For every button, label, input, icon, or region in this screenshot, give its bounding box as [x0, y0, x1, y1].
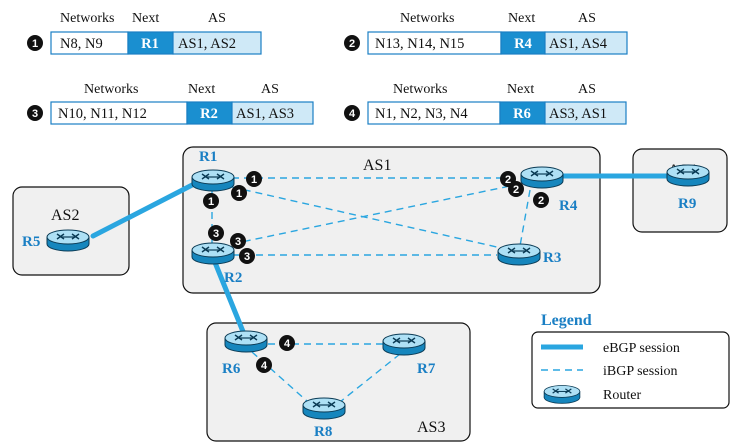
table-1-header-networks: Networks: [60, 11, 114, 26]
route-table-1: Networks Next AS 1 N8, N9 R1 AS1, AS2: [27, 11, 262, 55]
router-label-r3: R3: [543, 250, 561, 266]
router-icon-r9: [666, 164, 710, 187]
as1-box: [182, 146, 601, 294]
router-icon-r2: [191, 242, 235, 265]
table-4-header-networks: Networks: [393, 82, 447, 97]
badge-icon-1-c: 1: [203, 193, 219, 209]
svg-text:1: 1: [236, 188, 242, 200]
route-table-4: Networks Next AS 4 N1, N2, N3, N4 R6 AS3…: [344, 82, 627, 125]
badge-icon-4: 4: [344, 105, 360, 121]
table-4-header-next: Next: [507, 82, 534, 97]
table-3-header-as: AS: [261, 82, 279, 97]
router-label-r2: R2: [224, 270, 242, 286]
router-icon-r7: [382, 333, 426, 356]
svg-text:2: 2: [538, 195, 544, 207]
badge-icon-1-b: 1: [231, 185, 247, 201]
ebgp-r5-r1: [90, 179, 201, 239]
router-icon-r1: [191, 169, 235, 192]
legend-ibgp-label: iBGP session: [603, 364, 678, 379]
badge-icon-1: 1: [27, 35, 43, 51]
legend-title: Legend: [541, 312, 592, 329]
ibgp-r4-r3: [519, 189, 531, 247]
table-3-header-networks: Networks: [84, 82, 138, 97]
svg-text:3: 3: [213, 228, 219, 240]
table-3-networks: N10, N11, N12: [58, 106, 147, 122]
as3-label: AS3: [417, 419, 445, 436]
router-icon-r3: [497, 243, 541, 266]
route-table-3: Networks Next AS 3 N10, N11, N12 R2 AS1,…: [27, 82, 314, 125]
badge-icon-4-b: 4: [256, 357, 272, 373]
router-label-r1: R1: [199, 149, 217, 165]
svg-text:3: 3: [235, 236, 241, 248]
table-3-as: AS1, AS3: [236, 106, 294, 122]
svg-text:4: 4: [284, 338, 291, 350]
route-table-2: Networks Next AS 2 N13, N14, N15 R4 AS1,…: [344, 11, 628, 55]
badge-icon-2-c: 2: [533, 192, 549, 208]
badge-icon-4-a: 4: [279, 335, 295, 351]
svg-text:2: 2: [349, 38, 355, 50]
table-4-header-as: AS: [578, 82, 596, 97]
legend: Legend eBGP session iBGP session Router: [531, 312, 730, 409]
table-1-networks: N8, N9: [60, 36, 103, 52]
table-2-header-as: AS: [578, 11, 596, 26]
svg-text:1: 1: [251, 174, 257, 186]
router-icon-r4: [520, 166, 564, 189]
table-4-networks: N1, N2, N3, N4: [375, 106, 468, 122]
svg-text:3: 3: [32, 108, 38, 120]
legend-ebgp-label: eBGP session: [603, 341, 680, 356]
badge-icon-2-a: 2: [500, 171, 516, 187]
table-2-header-next: Next: [508, 11, 535, 26]
router-icon-r5: [46, 229, 90, 252]
table-2-as: AS1, AS4: [549, 36, 608, 52]
badge-icon-3-c: 3: [239, 248, 255, 264]
table-1-header-next: Next: [132, 11, 159, 26]
badge-icon-2-b: 2: [508, 181, 524, 197]
ibgp-r7-r8: [339, 353, 401, 403]
badge-icon-2: 2: [344, 35, 360, 51]
badge-icon-3-a: 3: [208, 225, 224, 241]
svg-text:4: 4: [349, 108, 356, 120]
router-label-r5: R5: [22, 234, 40, 250]
ebgp-r2-r6: [211, 257, 247, 337]
table-1-header-as: AS: [208, 11, 226, 26]
router-icon-r6: [224, 330, 268, 353]
ebgp-sessions: [90, 173, 671, 337]
legend-router-label: Router: [603, 388, 641, 403]
badge-icon-1-a: 1: [246, 171, 262, 187]
table-4-next: R6: [513, 106, 531, 122]
svg-text:4: 4: [261, 360, 268, 372]
svg-text:1: 1: [32, 38, 38, 50]
table-2-header-networks: Networks: [400, 11, 454, 26]
table-1-as: AS1, AS2: [178, 36, 236, 52]
table-4-as: AS3, AS1: [549, 106, 607, 122]
legend-router-icon: [543, 384, 581, 404]
table-2-next: R4: [514, 36, 532, 52]
diagram-badges: 1 1 1 2 2 2 3 3 3 4 4: [203, 171, 549, 373]
router-label-r4: R4: [559, 198, 578, 214]
as1-label: AS1: [363, 157, 391, 174]
badge-icon-3-b: 3: [230, 233, 246, 249]
table-2-networks: N13, N14, N15: [375, 36, 464, 52]
svg-text:2: 2: [505, 174, 511, 186]
table-3-header-next: Next: [188, 82, 215, 97]
as2-label: AS2: [51, 207, 79, 224]
router-icon-r8: [302, 397, 346, 420]
table-1-next: R1: [141, 36, 159, 52]
router-label-r9: R9: [678, 196, 696, 212]
router-label-r6: R6: [222, 361, 241, 377]
svg-text:1: 1: [208, 196, 214, 208]
router-label-r8: R8: [314, 424, 332, 440]
badge-icon-3: 3: [27, 105, 43, 121]
svg-text:3: 3: [244, 251, 250, 263]
table-3-next: R2: [200, 106, 218, 122]
router-label-r7: R7: [417, 361, 436, 377]
svg-text:2: 2: [513, 184, 519, 196]
